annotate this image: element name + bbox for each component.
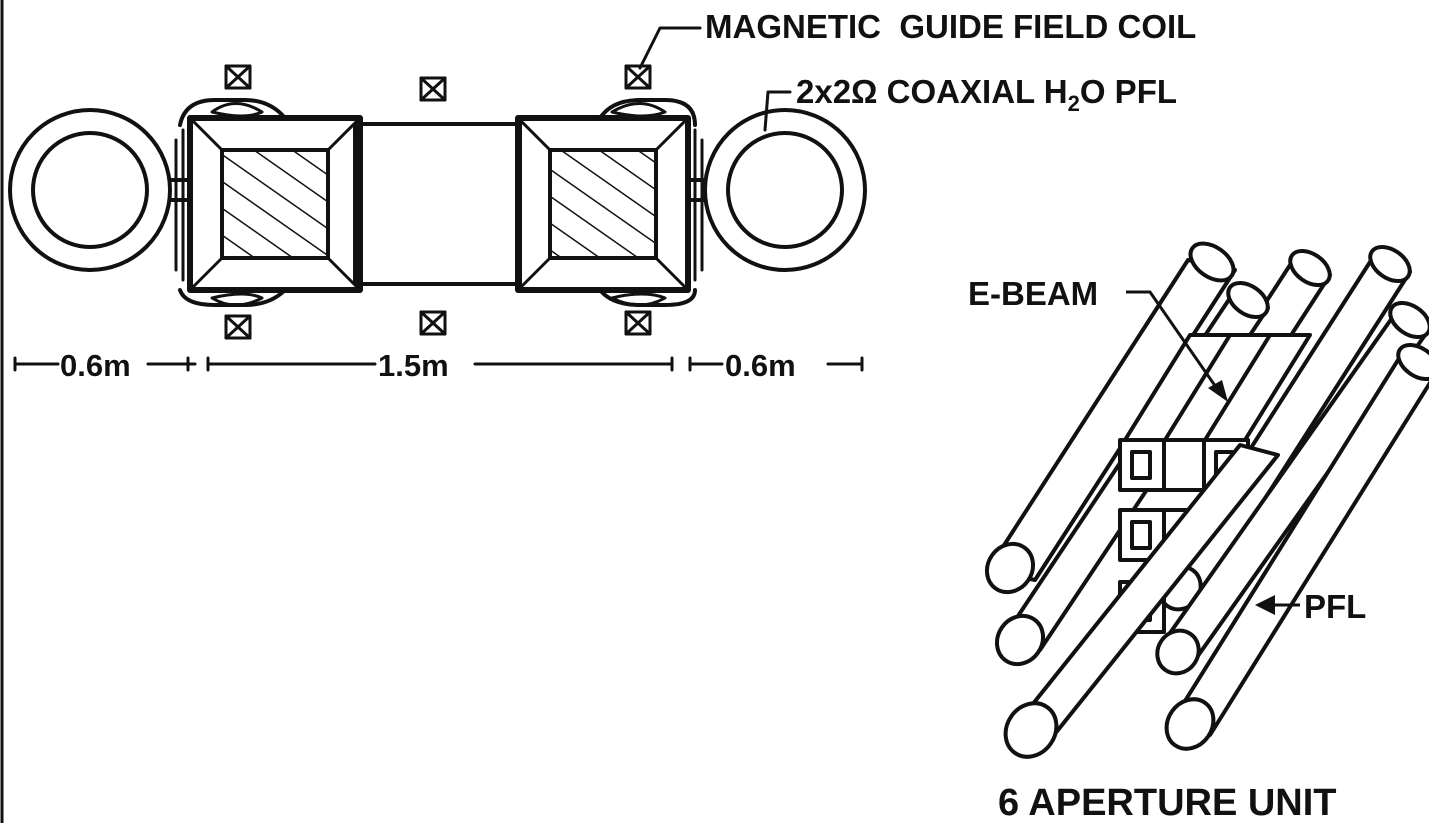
coax-pfl-label-main: 2x2Ω COAXIAL H — [796, 73, 1068, 110]
left-coax-ring — [8, 108, 190, 272]
coil-marker — [624, 64, 652, 90]
dimension-right: 0.6m — [725, 348, 796, 383]
dimension-middle: 1.5m — [378, 348, 449, 383]
cross-section — [8, 26, 867, 372]
coax-pfl-label-sub: 2 — [1068, 91, 1080, 116]
coax-pfl-label-end: O PFL — [1080, 73, 1177, 110]
center-tube — [353, 122, 522, 286]
coax-pfl-label: 2x2Ω COAXIAL H2O PFL — [796, 73, 1177, 116]
coil-marker — [419, 76, 447, 102]
dimension-left: 0.6m — [60, 348, 131, 383]
coil-marker — [224, 64, 252, 90]
coil-markers — [224, 64, 652, 340]
guide-coil-label: MAGNETIC GUIDE FIELD COIL — [705, 8, 1196, 45]
guide-coil-leader — [638, 26, 702, 70]
aperture-unit-title: 6 APERTURE UNIT — [998, 782, 1337, 823]
coil-marker — [419, 310, 447, 336]
left-module — [174, 98, 363, 307]
ebeam-label: E-BEAM — [968, 275, 1098, 312]
aperture-unit — [984, 241, 1429, 759]
coil-marker — [224, 314, 252, 340]
pfl-rod — [984, 241, 1237, 595]
right-module — [515, 98, 704, 307]
pfl-rod — [1164, 342, 1429, 751]
pfl-rod — [1003, 443, 1280, 759]
right-coax-ring — [686, 108, 867, 272]
pfl-leader — [1255, 595, 1300, 615]
pfl-rod — [1155, 300, 1429, 676]
ebeam-arrow — [1208, 380, 1228, 402]
coil-marker — [624, 310, 652, 336]
ebeam-leader — [1126, 290, 1220, 391]
dimension-lines — [13, 356, 864, 372]
coax-pfl-leader — [763, 90, 792, 132]
pfl-label: PFL — [1304, 588, 1366, 625]
